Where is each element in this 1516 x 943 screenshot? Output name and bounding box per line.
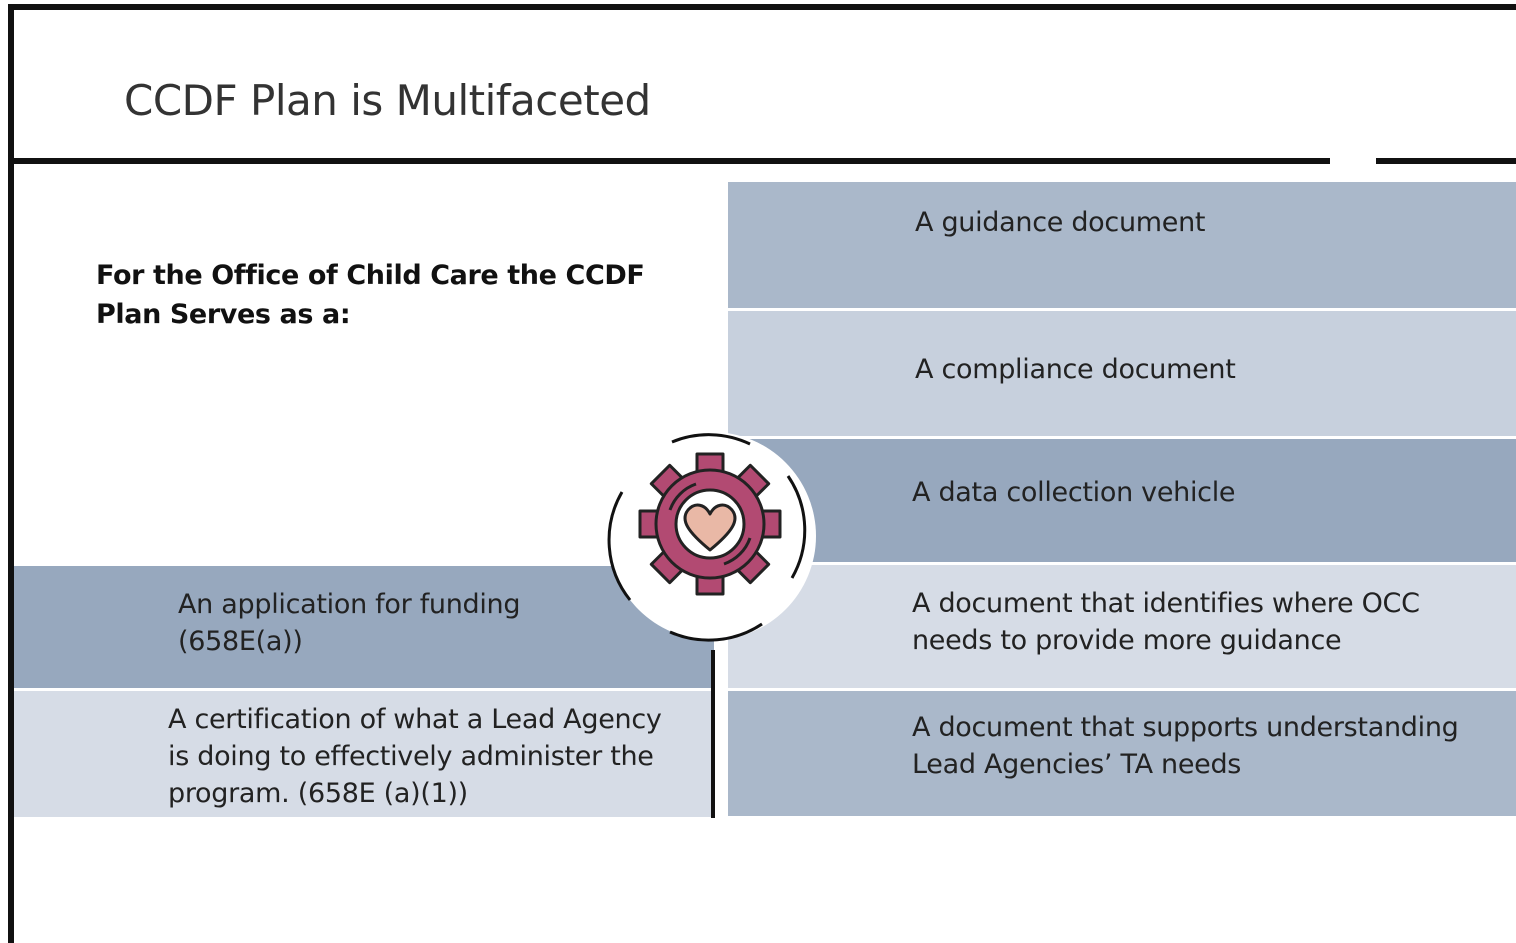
title-divider-right: [1376, 158, 1516, 164]
panel-ta-needs-label: A document that supports understanding L…: [912, 712, 1459, 780]
title-divider: [8, 158, 1330, 164]
panel-guidance: A guidance document: [728, 182, 1516, 308]
slide-frame-top: [8, 4, 1516, 10]
panel-compliance: A compliance document: [728, 311, 1516, 436]
panel-compliance-label: A compliance document: [915, 354, 1236, 385]
panel-ta-needs: A document that supports understanding L…: [728, 691, 1516, 816]
lead-text: For the Office of Child Care the CCDF Pl…: [96, 260, 645, 330]
panel-occ-guidance-label: A document that identifies where OCC nee…: [912, 588, 1420, 656]
panel-guidance-label: A guidance document: [915, 207, 1206, 238]
panel-data-collection-label: A data collection vehicle: [912, 477, 1236, 508]
panel-data-collection: A data collection vehicle: [728, 439, 1516, 562]
panel-occ-guidance: A document that identifies where OCC nee…: [728, 565, 1516, 688]
panel-application: An application for funding (658E(a)): [14, 566, 714, 688]
slide-frame-left: [8, 4, 14, 943]
page-title: CCDF Plan is Multifaceted: [124, 76, 651, 125]
gear-heart-icon: [607, 432, 816, 642]
panel-certification-label: A certification of what a Lead Agency is…: [168, 704, 662, 809]
panel-certification: A certification of what a Lead Agency is…: [14, 691, 714, 817]
panel-application-label: An application for funding (658E(a)): [178, 589, 521, 657]
connector-line: [711, 650, 715, 818]
